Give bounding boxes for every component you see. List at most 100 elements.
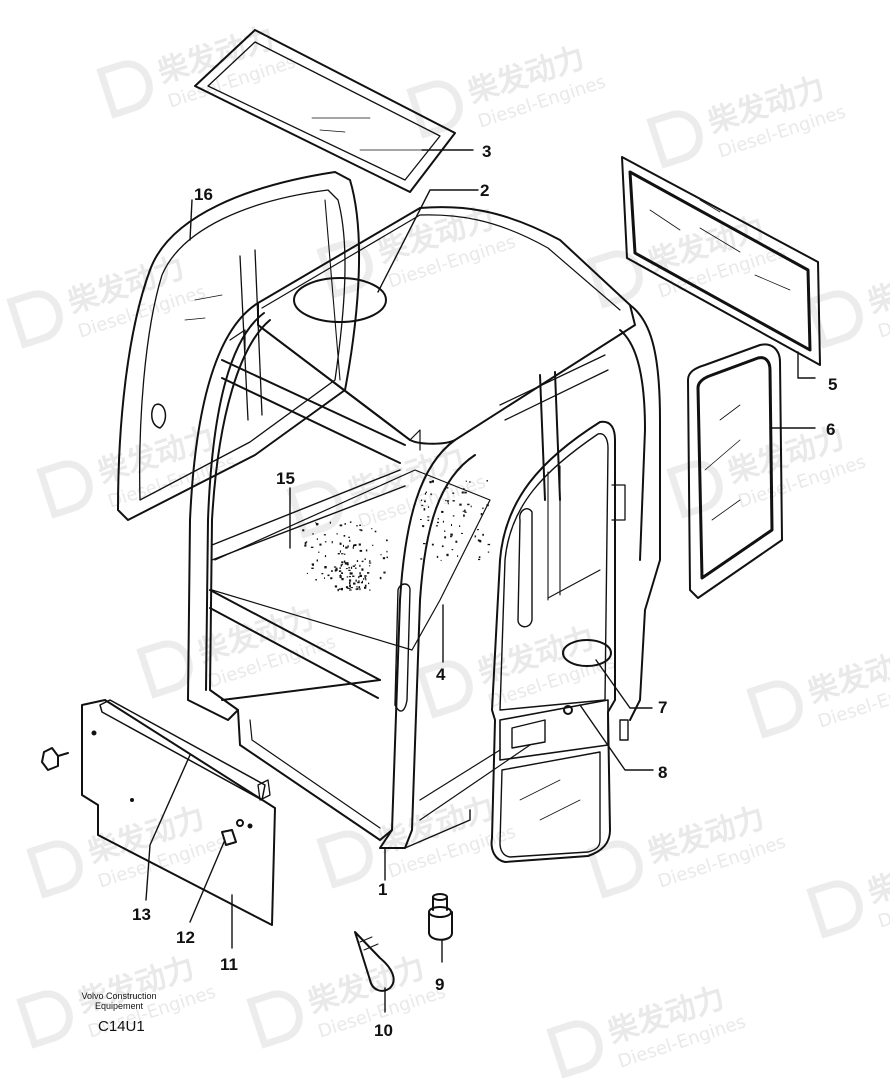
speckle-dot [431, 480, 434, 483]
speckle-dot [329, 521, 331, 524]
speckle-dot [324, 577, 325, 579]
speckle-dot [349, 589, 352, 591]
speckle-dot [339, 550, 341, 553]
watermark-logo [806, 880, 863, 939]
speckle-dot [441, 545, 444, 548]
watermark-logo [666, 460, 723, 519]
callout-11: 11 [220, 955, 238, 974]
speckle-dot [355, 579, 357, 582]
speckle-dot [452, 500, 455, 502]
speckle-dot [423, 543, 426, 545]
speckle-dot [452, 515, 455, 517]
callout-13: 13 [132, 905, 151, 924]
speckle-dot [371, 528, 373, 530]
watermark-logo [806, 290, 863, 349]
speckle-dot [359, 529, 362, 531]
speckle-dot [360, 529, 363, 532]
speckle-dot [343, 535, 346, 537]
speckle-dot [344, 562, 348, 565]
speckle-dot [331, 570, 333, 572]
speckle-dot [311, 567, 314, 569]
speckle-dot [346, 576, 349, 578]
speckle-dot [339, 542, 342, 545]
speckle-dot [478, 539, 481, 542]
speckle-dot [341, 561, 344, 564]
speckle-dot [437, 521, 439, 524]
speckle-dot [340, 588, 343, 590]
speckle-dot [464, 491, 467, 494]
callout-12: 12 [176, 928, 195, 947]
speckle-dot [354, 544, 357, 546]
speckle-dot [425, 491, 427, 493]
speckle-dot [353, 544, 355, 547]
speckle-dot [315, 579, 317, 581]
speckle-dot [451, 549, 454, 551]
speckle-dot [339, 575, 342, 577]
speckle-dot [461, 532, 463, 534]
speckle-dot [464, 509, 466, 512]
glass-speckle [302, 480, 491, 592]
speckle-dot [304, 542, 307, 545]
speckle-dot [420, 558, 423, 560]
speckle-dot [315, 523, 319, 526]
speckle-dot [452, 492, 455, 494]
speckle-dot [343, 544, 344, 547]
speckle-dot [361, 568, 364, 571]
speckle-dot [369, 560, 371, 563]
speckle-dot [350, 572, 353, 575]
speckle-dot [447, 502, 449, 505]
speckle-dot [443, 488, 446, 490]
speckle-dot [450, 533, 453, 536]
speckle-dot [469, 481, 471, 483]
speckle-dot [330, 577, 333, 580]
speckle-dot [319, 543, 322, 546]
caption-line-1: Volvo Construction [81, 991, 157, 1001]
speckle-dot [339, 570, 342, 572]
speckle-dot [421, 504, 424, 506]
speckle-dot [480, 513, 483, 516]
speckle-dot [464, 511, 467, 513]
speckle-dot [337, 553, 340, 555]
speckle-dot [455, 540, 458, 543]
speckle-dot [338, 570, 341, 572]
watermark-logo [136, 640, 193, 699]
speckle-dot [346, 563, 349, 566]
speckle-dot [363, 578, 365, 580]
speckle-dot [447, 500, 449, 503]
speckle-dot [347, 545, 349, 548]
speckle-dot [482, 533, 484, 536]
speckle-dot [424, 492, 427, 495]
cap [428, 893, 453, 941]
speckle-dot [347, 587, 349, 589]
speckle-dot [478, 556, 481, 558]
speckle-dot [437, 517, 439, 520]
speckle-dot [358, 576, 360, 579]
callout-7: 7 [658, 698, 667, 717]
door-window-circle [562, 639, 612, 667]
watermark-logo [586, 840, 643, 899]
speckle-dot [339, 574, 341, 576]
speckle-dot [352, 575, 355, 577]
speckle-dot [352, 546, 354, 549]
speckle-dot [321, 573, 324, 575]
speckle-dot [361, 580, 363, 583]
speckle-dot [423, 508, 426, 511]
speckle-dot [359, 574, 362, 577]
speckle-dot [486, 504, 489, 507]
speckle-dot [364, 584, 367, 587]
speckle-dot [333, 566, 337, 568]
speckle-dot [334, 585, 338, 588]
speckle-dot [359, 588, 361, 591]
speckle-dot [339, 524, 343, 527]
speckle-dot [382, 557, 386, 560]
speckle-dot [379, 576, 382, 580]
speckle-dot [341, 563, 343, 565]
speckle-dot [459, 525, 461, 527]
callout-1: 1 [378, 880, 387, 899]
rear-glass [211, 469, 491, 651]
speckle-dot [335, 568, 338, 571]
speckle-dot [364, 575, 367, 577]
speckle-dot [341, 578, 344, 581]
speckle-dot [474, 535, 476, 538]
speckle-dot [318, 551, 320, 553]
